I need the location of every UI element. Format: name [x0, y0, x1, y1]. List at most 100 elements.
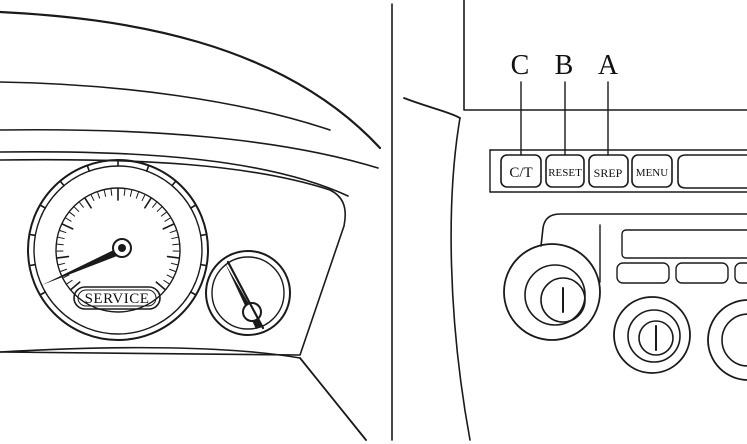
speedometer-scale-tick: [166, 255, 180, 259]
climate-button-1[interactable]: [616, 262, 670, 284]
speedometer-scale-tick: [171, 236, 179, 240]
reset-button[interactable]: RESET: [545, 154, 585, 188]
small-gauge: [205, 250, 291, 336]
speedometer-scale-tick: [90, 194, 95, 202]
speedometer-scale-tick: [84, 197, 92, 209]
speedometer-scale-tick: [63, 274, 70, 279]
callout-a: A: [598, 50, 619, 81]
dash-curve-3: [0, 128, 379, 169]
temperature-knob-outer: [627, 309, 681, 363]
speedometer-scale-tick: [57, 236, 65, 240]
cd-slot-button[interactable]: [677, 154, 747, 189]
speedometer-scale-tick: [160, 211, 167, 217]
speedometer-band-tick: [28, 233, 37, 237]
center-console-panel: C/T RESET SREP MENU C B A: [403, 0, 747, 441]
speedometer-band-tick: [86, 164, 91, 172]
speedometer-scale-tick: [65, 217, 72, 222]
fan-knob[interactable]: [707, 299, 747, 381]
speedometer-band-tick: [39, 204, 47, 209]
volume-knob[interactable]: [503, 243, 601, 341]
climate-button-3[interactable]: [734, 262, 747, 284]
speedometer-scale-tick: [56, 243, 64, 246]
callout-b: B: [555, 50, 574, 81]
menu-button-frame[interactable]: [631, 154, 673, 188]
speedometer-scale-tick: [155, 281, 166, 291]
speedometer-band-tick: [171, 180, 177, 187]
dash-diagonal: [299, 357, 367, 441]
speedometer-ticks: [28, 159, 208, 296]
speedometer-scale-tick: [164, 217, 171, 222]
temperature-knob-cap: [638, 320, 674, 356]
speedometer-band-tick: [145, 164, 150, 172]
small-gauge-needle-line: [226, 260, 265, 330]
speedometer-scale-tick: [97, 191, 101, 199]
speedometer-scale-tick: [59, 230, 67, 234]
volume-knob-cap: [540, 277, 586, 323]
speedometer-scale-tick: [156, 206, 163, 212]
service-indicator-inner: [77, 289, 157, 307]
speedometer-scale-tick: [73, 206, 80, 212]
speedometer-band-tick: [189, 291, 197, 296]
small-gauge-outer-ring: [205, 250, 291, 336]
cluster-hood-outline: [0, 158, 346, 356]
speedometer-band-tick: [39, 291, 47, 296]
callout-c: C: [511, 50, 530, 81]
display-housing: [463, 0, 747, 111]
menu-button[interactable]: MENU: [631, 154, 673, 188]
temperature-knob[interactable]: [613, 296, 691, 374]
speedometer-scale-tick: [123, 188, 126, 196]
service-indicator-frame: [73, 286, 161, 310]
reset-button-label: RESET: [548, 167, 582, 179]
climate-bezel-top: [540, 213, 747, 247]
speedometer-scale-tick: [79, 202, 84, 208]
speedometer-dial: [55, 187, 181, 313]
cluster-lower-edge: [0, 346, 301, 359]
speedometer-scale-tick: [69, 211, 76, 217]
speedometer-scale-tick: [60, 268, 67, 272]
speedometer-band-tick: [199, 263, 208, 267]
cluster-hood-upper: [0, 150, 349, 197]
menu-button-label: MENU: [636, 167, 668, 179]
dash-curve-2: [0, 81, 331, 131]
speedometer-needle: [42, 244, 130, 285]
speedometer-scale-tick: [170, 262, 178, 266]
speedometer-scale-tick: [61, 223, 74, 230]
volume-knob-outer: [524, 264, 586, 326]
speedometer-scale-tick: [144, 197, 152, 209]
speedometer-scale-tick: [169, 230, 177, 234]
service-label: SERVICE: [85, 291, 150, 307]
speedometer-scale-tick: [58, 262, 66, 266]
instrument-cluster-panel: SERVICE: [0, 10, 382, 441]
fan-knob-bezel: [707, 299, 747, 381]
speedometer-scale-tick: [135, 191, 139, 199]
srep-button[interactable]: SREP: [588, 154, 629, 188]
speedometer-scale-tick: [56, 255, 70, 259]
speedometer-scale-tick: [169, 268, 176, 272]
fan-knob-outer: [721, 313, 747, 367]
speedometer-scale-tick: [70, 281, 81, 291]
speedometer-scale-tick: [66, 279, 73, 285]
speedometer-gauge: SERVICE: [27, 159, 209, 341]
speedometer-scale-tick: [166, 274, 173, 279]
speedometer-scale-tick: [103, 190, 107, 197]
speedometer-scale-tick: [129, 190, 133, 197]
speedometer-scale-tick: [141, 194, 146, 202]
speedometer-scale-tick: [152, 202, 157, 208]
speedometer-hub-center: [118, 244, 126, 252]
climate-button-2[interactable]: [675, 262, 729, 284]
console-left-edge: [450, 117, 471, 441]
ct-button[interactable]: C/T: [500, 154, 542, 188]
small-gauge-inner-ring: [211, 256, 285, 330]
speedometer-scale-tick: [162, 223, 175, 230]
console-upper-edge: [403, 97, 461, 119]
speedometer-band-tick: [28, 263, 37, 267]
speedometer-scale-tick: [163, 279, 170, 285]
speedometer-band-tick: [199, 233, 208, 237]
dash-top-curve: [0, 10, 382, 150]
speedometer-band-tick: [189, 204, 197, 209]
temperature-knob-bezel: [613, 296, 691, 374]
speedometer-scale-tick: [172, 243, 180, 246]
climate-display-window: [621, 229, 747, 259]
